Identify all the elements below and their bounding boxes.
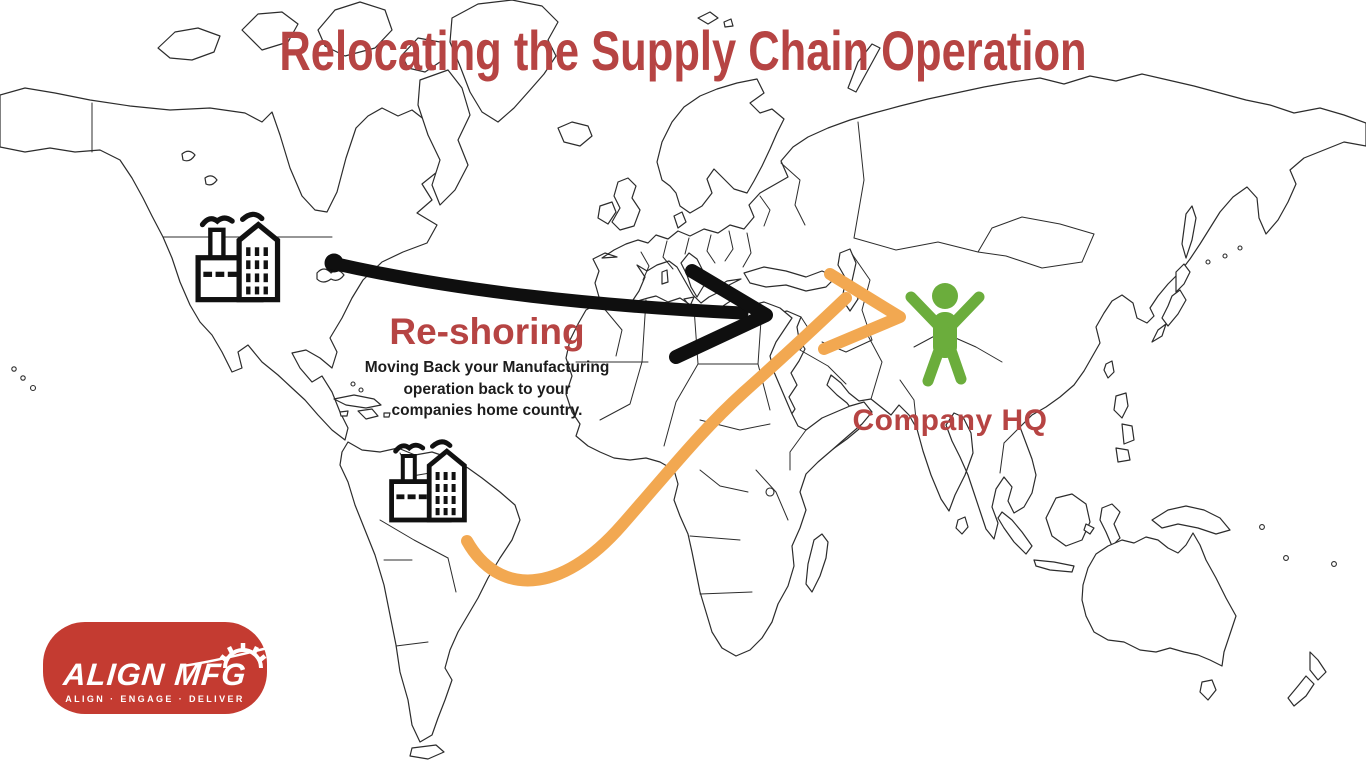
company-hq-person-icon xyxy=(905,283,985,387)
logo-tagline: ALIGN · ENGAGE · DELIVER xyxy=(65,694,245,704)
logo-wordmark: ALIGN MFG xyxy=(62,657,249,692)
black-tapered-arrow xyxy=(324,253,773,364)
reshoring-description: Moving Back your Manufacturing operation… xyxy=(352,357,622,422)
gear-icon xyxy=(181,642,285,669)
reshoring-heading: Re-shoring xyxy=(389,311,585,352)
page-title: Relocating the Supply Chain Operation xyxy=(279,19,1087,83)
factory-icon-north-america xyxy=(195,211,281,303)
reshoring-description-line: companies home country. xyxy=(391,402,583,419)
align-mfg-logo: ALIGN MFG ALIGN · ENGAGE · DELIVER xyxy=(43,622,285,714)
reshoring-description-line: Moving Back your Manufacturing xyxy=(364,359,610,376)
factory-icon-south-america xyxy=(389,439,467,523)
orange-curved-arrow xyxy=(461,268,906,587)
company-hq-label: Company HQ xyxy=(852,404,1048,437)
reshoring-description-line: operation back to your xyxy=(403,380,571,398)
